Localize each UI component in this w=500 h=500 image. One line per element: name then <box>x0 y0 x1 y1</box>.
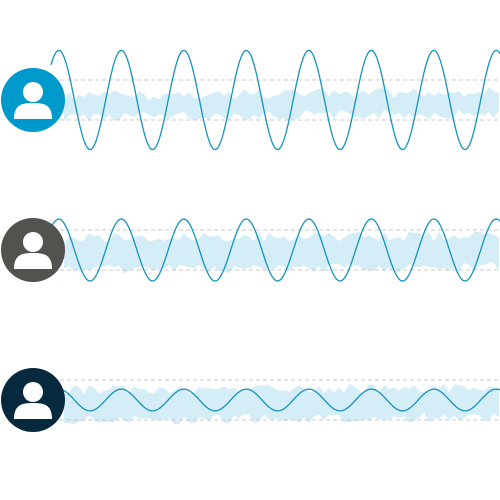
noise-band-1 <box>64 87 499 122</box>
user-icon <box>14 82 52 119</box>
user-icon <box>14 232 52 269</box>
sine-wave-1 <box>50 49 500 151</box>
sine-wave-3 <box>50 388 500 412</box>
user-icon <box>14 382 52 419</box>
sine-wave-2 <box>50 218 500 282</box>
noise-band-3 <box>64 383 499 425</box>
noise-band-2 <box>64 231 499 274</box>
